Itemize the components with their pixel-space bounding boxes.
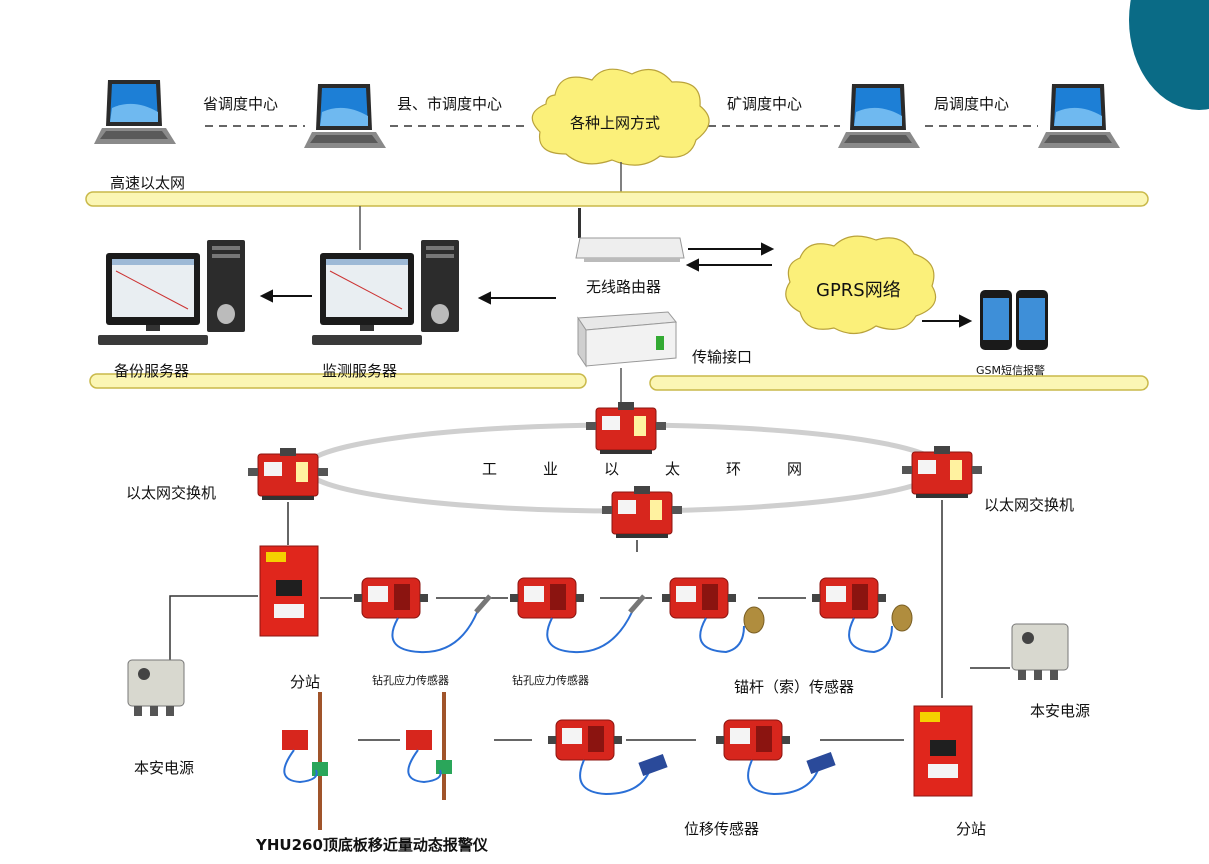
drill-probe-icons [474, 594, 646, 614]
label-monitor-server: 监测服务器 [322, 362, 398, 380]
server-arrows [259, 289, 556, 305]
monitor-server-monitor-icon [311, 252, 423, 346]
backup-server-monitor-icon [97, 252, 209, 346]
gsm-bus [649, 375, 1149, 391]
label-internet-methods: 各种上网方式 [570, 114, 661, 132]
router-icon [575, 208, 685, 262]
label-transmission-interface: 传输接口 [692, 348, 753, 366]
displacement-probe-icons [638, 751, 836, 777]
displacement-cables [579, 759, 819, 796]
ethernet-bus [85, 191, 1149, 207]
yhu260-device-2-icon [406, 692, 452, 800]
label-drill-sensor-1: 钻孔应力传感器 [372, 674, 449, 687]
label-substation-right: 分站 [956, 820, 987, 838]
label-provincial-center: 省调度中心 [203, 95, 279, 113]
drill-stress-sensor-2-icon [509, 577, 585, 619]
label-switch-left: 以太网交换机 [126, 484, 217, 502]
label-bureau-center: 局调度中心 [934, 95, 1010, 113]
yhu260-device-1-icon [282, 692, 328, 830]
label-drill-sensor-2: 钻孔应力传感器 [512, 674, 589, 687]
substation-left-icon [259, 545, 319, 637]
label-displacement-sensor: 位移传感器 [684, 820, 760, 838]
label-county-city-center: 县、市调度中心 [397, 95, 503, 113]
power-supply-left-icon [127, 659, 185, 717]
label-switch-right: 以太网交换机 [984, 496, 1075, 514]
sensor-cables [391, 609, 893, 654]
laptop-provincial-icon [94, 80, 176, 144]
label-gsm-alarm: GSM短信报警 [976, 364, 1045, 377]
laptop-county-icon [304, 84, 386, 148]
label-anchor-sensor: 锚杆（索）传感器 [734, 678, 855, 696]
field-connection-lines [169, 500, 1010, 698]
label-power-left: 本安电源 [134, 759, 195, 777]
label-gprs-network: GPRS网络 [816, 280, 901, 301]
server-bus [89, 373, 587, 389]
label-yhu260: YHU260顶底板移近量动态报警仪 [256, 836, 488, 854]
ring-switch-top-icon [585, 401, 667, 455]
backup-server-tower-icon [207, 240, 245, 332]
phones-icon [980, 290, 1048, 350]
label-mine-center: 矿调度中心 [727, 95, 803, 113]
label-substation-left: 分站 [290, 673, 321, 691]
anchor-disc-icons [743, 604, 913, 634]
ring-switch-right-icon [901, 445, 983, 499]
displacement-sensor-1-icon [547, 719, 623, 761]
ring-switch-left-icon [247, 447, 329, 501]
anchor-sensor-1-icon [661, 577, 737, 619]
laptop-mine-icon [838, 84, 920, 148]
router-gprs-arrows [685, 242, 775, 272]
label-wireless-router: 无线路由器 [586, 278, 662, 296]
label-backup-server: 备份服务器 [114, 362, 190, 380]
anchor-sensor-2-icon [811, 577, 887, 619]
laptop-bureau-icon [1038, 84, 1120, 148]
gprs-phones-arrow [922, 314, 973, 328]
ring-switch-bottom-icon [601, 485, 683, 539]
power-supply-right-icon [1011, 623, 1069, 681]
drill-stress-sensor-1-icon [353, 577, 429, 619]
transmission-interface-icon [577, 311, 677, 368]
monitor-server-tower-icon [421, 240, 459, 332]
label-industrial-ring: 工业以太环网 [482, 460, 849, 478]
label-ethernet: 高速以太网 [110, 174, 186, 192]
gprs-cloud-icon [785, 235, 937, 335]
internet-cloud-icon [531, 68, 710, 166]
substation-right-icon [913, 705, 973, 797]
displacement-sensor-2-icon [715, 719, 791, 761]
label-power-right: 本安电源 [1030, 702, 1091, 720]
